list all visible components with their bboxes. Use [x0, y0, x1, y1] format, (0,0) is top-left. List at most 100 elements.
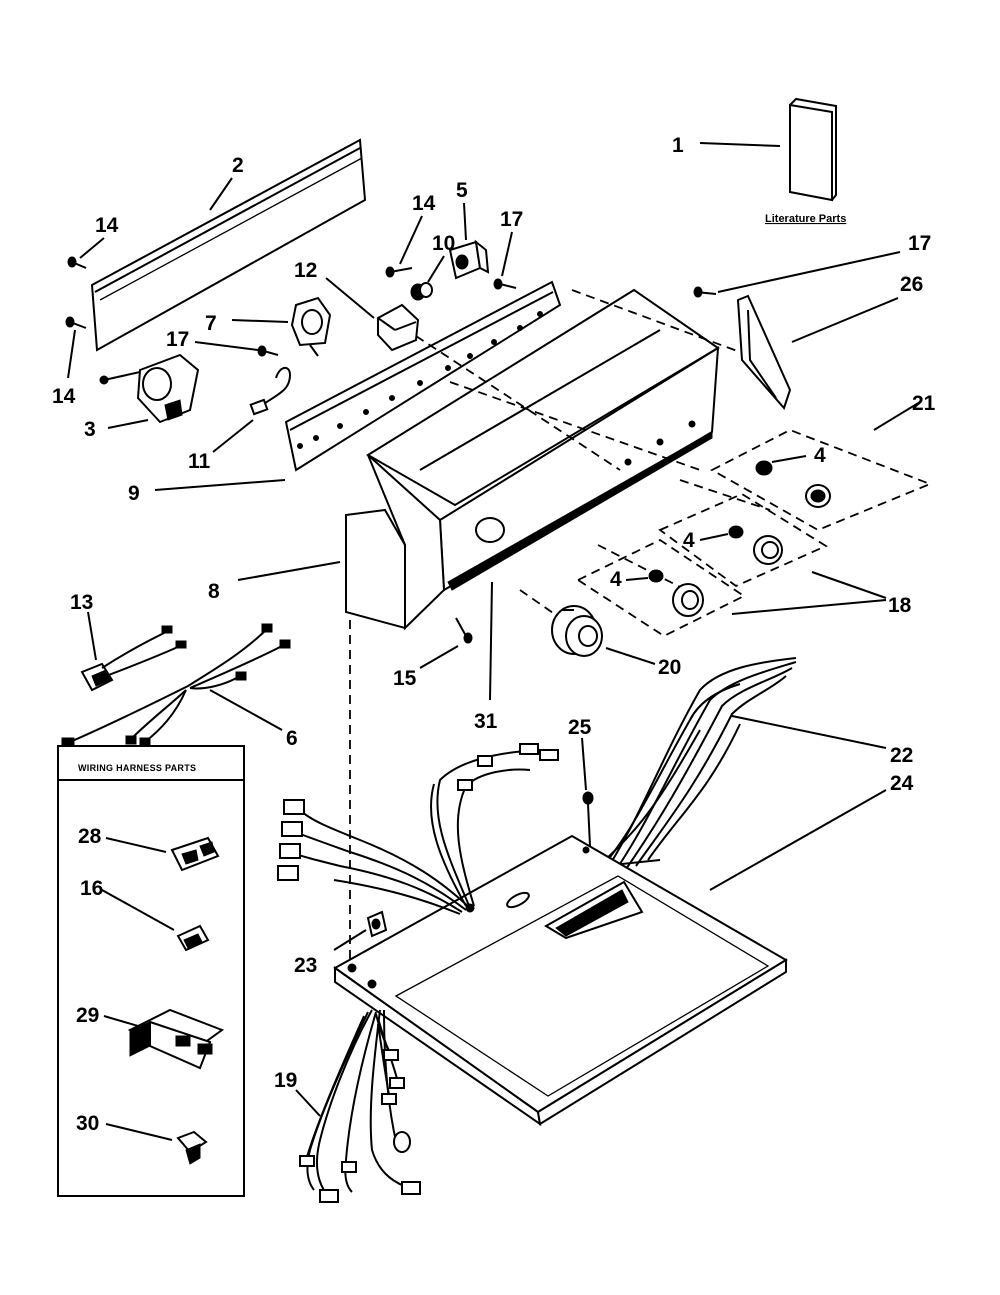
leader-17-right [501, 231, 513, 277]
leader-12 [325, 277, 375, 319]
leader-6 [209, 689, 283, 731]
leader-28 [105, 837, 167, 853]
screw-17-top-right [693, 286, 717, 298]
leader-14-mid [399, 215, 423, 265]
control-panel-frame-9 [284, 280, 562, 472]
end-cap-26 [736, 294, 792, 410]
leader-8 [237, 561, 341, 581]
part-number-4-middle: 4 [683, 529, 695, 552]
leader-14-bottom [67, 329, 76, 379]
leader-4-middle [699, 533, 729, 541]
part-number-17-left: 17 [166, 328, 189, 351]
part-number-4-bottom: 4 [610, 568, 622, 591]
leader-25 [581, 737, 587, 791]
switch-3 [136, 353, 200, 424]
screw-17-left-head [99, 375, 109, 385]
leader-29 [103, 1015, 139, 1027]
part-number-20: 20 [658, 656, 681, 679]
leader-4-bottom [625, 577, 649, 581]
part-number-16: 16 [80, 877, 103, 900]
screw-15 [455, 617, 473, 644]
timer-12 [377, 303, 420, 352]
timer-knob-20 [551, 605, 603, 657]
part-number-2: 2 [232, 154, 244, 177]
part-number-7: 7 [205, 312, 217, 335]
part-number-30: 30 [76, 1112, 99, 1135]
end-cap-8 [345, 508, 406, 630]
leader-7 [231, 319, 289, 323]
wiring-harness-parts-box [57, 745, 245, 1197]
literature-parts-label: Literature Parts [765, 213, 846, 225]
leader-18-b [731, 599, 887, 615]
screw-17-right [493, 278, 517, 290]
harness-part-30 [176, 1130, 208, 1165]
top-panel-24 [333, 834, 788, 1127]
part-number-17-right: 17 [500, 208, 523, 231]
harness-19 [299, 1009, 421, 1203]
part-number-14-mid: 14 [412, 192, 436, 215]
leader-21 [873, 401, 921, 431]
screw-17-mid [257, 345, 279, 357]
part-number-3: 3 [84, 418, 96, 441]
clip-23 [366, 910, 388, 938]
part-number-6: 6 [286, 727, 298, 750]
part-number-25: 25 [568, 716, 592, 739]
harness-part-28 [170, 836, 220, 872]
part-number-12: 12 [294, 259, 317, 282]
part-number-23: 23 [294, 954, 317, 977]
part-number-14-bottom: 14 [52, 385, 76, 408]
leader-10 [427, 255, 445, 283]
leader-2 [209, 177, 233, 211]
leader-22 [731, 715, 887, 749]
internal-harness [277, 743, 559, 915]
leader-11 [212, 419, 254, 453]
harness-6 [61, 623, 291, 747]
dashed-guides [349, 289, 933, 965]
part-number-8: 8 [208, 580, 220, 603]
leader-13 [87, 611, 97, 661]
leader-20 [605, 647, 656, 665]
part-number-5: 5 [456, 179, 468, 202]
part-number-17-top-right: 17 [908, 232, 931, 255]
ring-10 [410, 282, 433, 301]
console-housing [366, 288, 720, 631]
leader-30 [105, 1123, 173, 1141]
part-number-9: 9 [128, 482, 140, 505]
screw-14-mid [385, 266, 413, 278]
screw-25 [582, 791, 594, 847]
rear-panel [90, 138, 367, 352]
leader-17-top-right [717, 251, 901, 293]
harness-22 [583, 657, 797, 881]
knob-assembly-top [755, 460, 831, 508]
leader-4-top [771, 455, 807, 463]
knob-assembly-bottom [648, 569, 704, 617]
leader-5 [463, 202, 467, 241]
leader-26 [791, 297, 899, 343]
screw-17-left [103, 371, 141, 381]
leader-9 [154, 479, 286, 491]
component-7 [290, 296, 332, 357]
harness-part-29 [127, 1008, 225, 1070]
screw-14-bottom [65, 316, 87, 329]
harness-box-title: WIRING HARNESS PARTS [78, 763, 196, 773]
part-number-24: 24 [890, 772, 914, 795]
leader-31 [489, 581, 493, 701]
leader-15 [419, 645, 459, 669]
leader-24 [709, 789, 887, 891]
wire-11 [249, 366, 292, 416]
part-number-4-top: 4 [814, 444, 826, 467]
part-number-1: 1 [672, 134, 684, 157]
harness-part-16 [176, 924, 210, 952]
part-number-21: 21 [912, 392, 936, 415]
leader-18-a [811, 571, 887, 599]
leader-23 [333, 929, 367, 951]
part-number-31: 31 [474, 710, 498, 733]
switch-5 [448, 239, 490, 280]
literature-booklet [789, 97, 837, 202]
harness-13 [80, 625, 187, 692]
leader-3 [107, 419, 149, 429]
part-number-14-top: 14 [95, 214, 119, 237]
part-number-26: 26 [900, 273, 923, 296]
leader-17-left [194, 341, 259, 351]
